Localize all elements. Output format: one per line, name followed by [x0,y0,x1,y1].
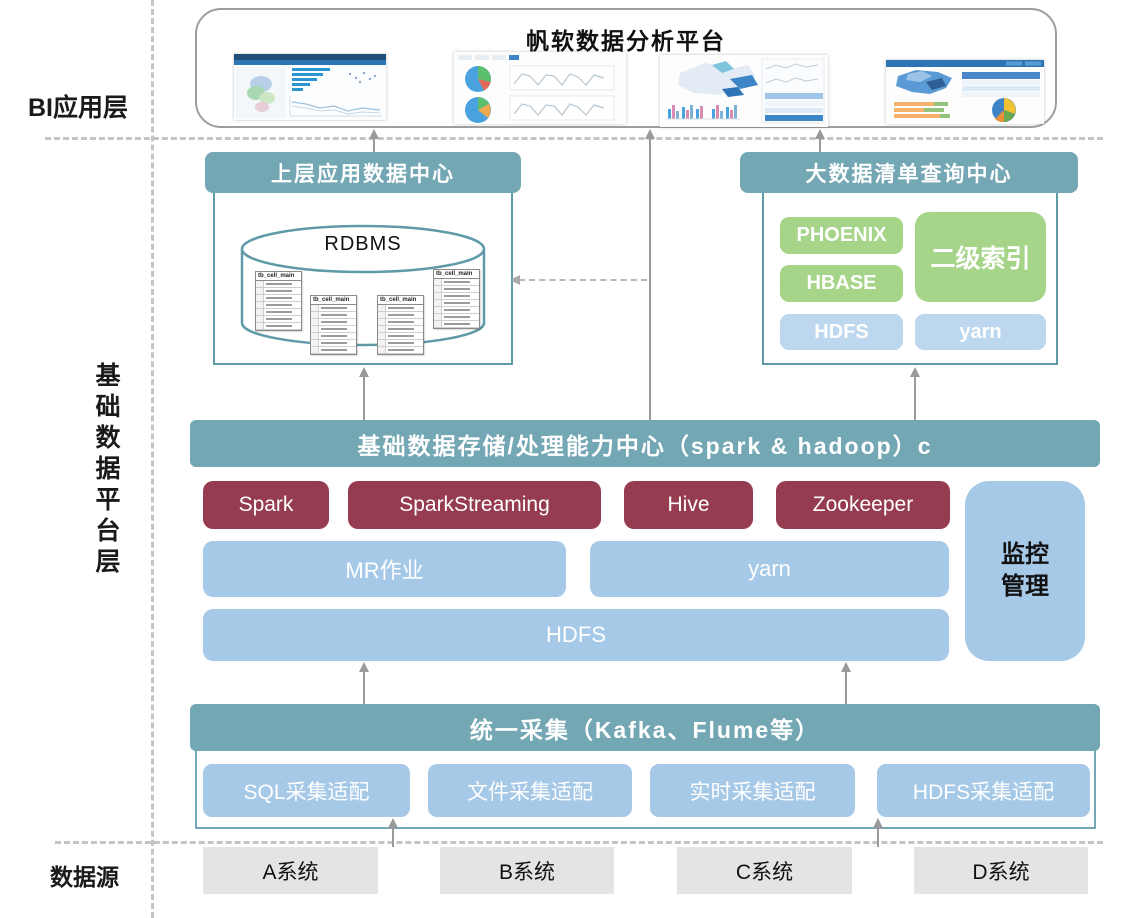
query-center-header: 大数据清单查询中心 [740,152,1078,193]
yarn-box: yarn [590,541,949,597]
hbase-box: HBASE [780,265,903,302]
layer-label-platform: 基础数据平台层 [92,362,120,579]
datasource-layer-divider [55,841,1103,844]
system-d-box: D系统 [914,847,1088,894]
arrow-storage-to-app-center [359,367,369,420]
app-data-center-header: 上层应用数据中心 [205,152,521,193]
arrow-storage-to-query-center [910,367,920,420]
schema-table: tb_cell_main [255,271,302,331]
query-hdfs-box: HDFS [780,314,903,350]
hdfs-box: HDFS [203,609,949,661]
query-yarn-box: yarn [915,314,1046,350]
app-data-center-container: RDBMS tb_cell_main tb_cell_main tb_cell_… [213,191,513,365]
spark-streaming-box: SparkStreaming [348,481,601,529]
mr-jobs-box: MR作业 [203,541,566,597]
arrow-source-to-adapter-right [873,818,883,847]
hive-box: Hive [624,481,753,529]
sql-adapter-box: SQL采集适配 [203,764,410,817]
realtime-adapter-box: 实时采集适配 [650,764,855,817]
schema-table: tb_cell_main [377,295,424,355]
dashboard-thumbnail-map-pie [886,60,1044,124]
zookeeper-box: Zookeeper [776,481,950,529]
app-data-center-title: 上层应用数据中心 [271,162,455,186]
schema-table: tb_cell_main [310,295,357,355]
storage-center-band: 基础数据存储/处理能力中心（spark & hadoop）c [190,420,1100,467]
bi-platform-title: 帆软数据分析平台 [526,28,726,54]
system-c-box: C系统 [677,847,852,894]
monitor-management-label: 监控管理 [1001,541,1049,600]
layer-label-bi: BI应用层 [28,94,129,122]
system-b-box: B系统 [440,847,614,894]
hdfs-adapter-box: HDFS采集适配 [877,764,1090,817]
query-center-title: 大数据清单查询中心 [805,162,1013,186]
spark-box: Spark [203,481,329,529]
vertical-layer-divider [151,0,154,918]
phoenix-box: PHOENIX [780,217,903,254]
rdbms-cylinder: RDBMS [239,223,487,349]
arrow-appheader-to-platform [369,129,379,152]
bi-layer-divider [45,137,1103,140]
bi-platform-box: 帆软数据分析平台 [195,8,1057,128]
dashboard-thumbnail-map-table [660,55,828,127]
system-a-box: A系统 [203,847,378,894]
arrow-collection-to-hdfs-right [841,662,851,704]
file-adapter-box: 文件采集适配 [428,764,632,817]
storage-center-title: 基础数据存储/处理能力中心（spark & hadoop）c [357,432,933,459]
collection-band: 统一采集（Kafka、Flume等） [190,704,1100,751]
layer-label-datasource: 数据源 [50,864,119,890]
dashboard-thumbnail-map-bars [234,54,386,120]
schema-table: tb_cell_main [433,269,480,329]
arrow-dashed-to-app-center [510,275,647,285]
arrow-storage-to-platform [645,129,655,420]
monitor-management-box: 监控管理 [965,481,1085,661]
arrow-source-to-adapter-left [388,818,398,847]
collection-title: 统一采集（Kafka、Flume等） [469,716,821,743]
dashboard-thumbnail-pies-lines [454,52,626,124]
arrow-collection-to-hdfs-left [359,662,369,704]
arrow-queryheader-to-platform [815,129,825,152]
secondary-index-box: 二级索引 [915,212,1046,302]
rdbms-label: RDBMS [324,233,402,255]
